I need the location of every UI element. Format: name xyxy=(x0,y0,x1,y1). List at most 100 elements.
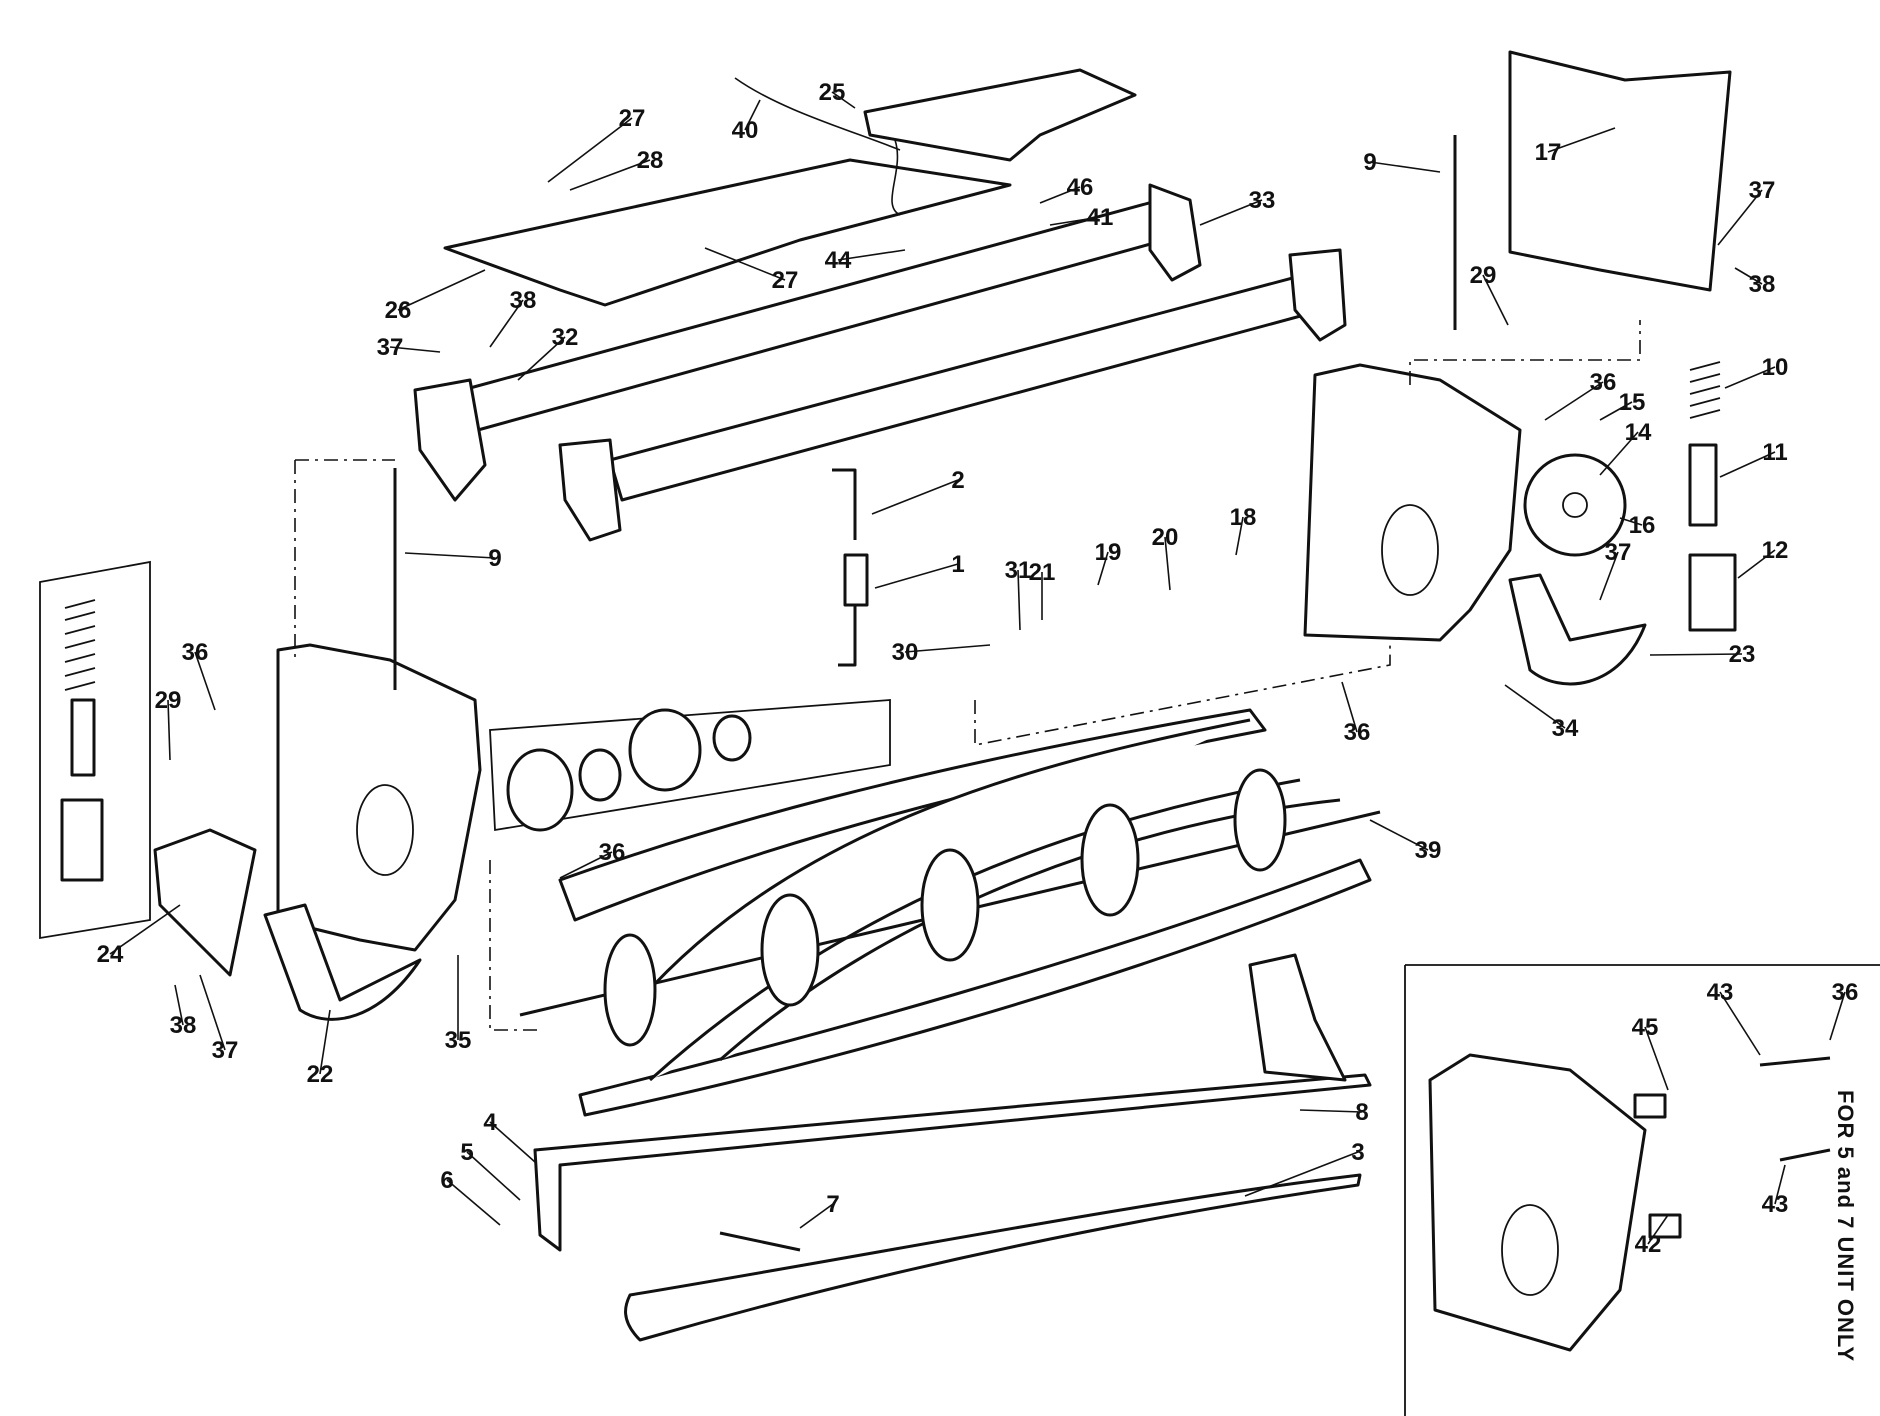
callout-7: 7 xyxy=(799,1191,840,1229)
callout-24: 24 xyxy=(97,904,181,968)
ground-wire-40 xyxy=(734,77,901,216)
callout-37: 37 xyxy=(377,334,441,361)
leader-line xyxy=(319,1009,331,1075)
leader-line xyxy=(1049,216,1101,226)
callout-label: 23 xyxy=(1729,641,1756,668)
alignment-line-center xyxy=(974,640,1391,746)
leader-line xyxy=(404,552,496,559)
left-bolt-11 xyxy=(70,698,96,777)
callout-label: 4 xyxy=(483,1109,497,1136)
leader-line xyxy=(1619,517,1643,526)
belt-guard-17 xyxy=(1508,50,1732,292)
callout-19: 19 xyxy=(1095,539,1121,586)
adjuster-sleeve-1 xyxy=(843,553,869,607)
callout-18: 18 xyxy=(1230,504,1256,556)
leader-line xyxy=(1734,267,1763,285)
callout-29: 29 xyxy=(1470,262,1509,326)
block-12 xyxy=(1688,553,1737,632)
leader-line xyxy=(1504,684,1566,729)
callout-39: 39 xyxy=(1369,819,1441,864)
callout-27: 27 xyxy=(547,105,645,183)
callout-label: 16 xyxy=(1629,512,1656,539)
callout-label: 30 xyxy=(892,639,919,666)
callout-label: 29 xyxy=(1470,262,1497,289)
callout-label: 9 xyxy=(1363,149,1376,176)
leader-line xyxy=(1719,991,1761,1056)
callout-label: 36 xyxy=(599,839,626,866)
left-plate-opening xyxy=(356,784,414,876)
callout-36: 36 xyxy=(1544,369,1616,421)
frame-plate-left xyxy=(413,378,487,502)
callout-36: 36 xyxy=(1829,979,1859,1041)
parts-drawing xyxy=(39,50,1880,1416)
leader-line xyxy=(547,117,633,183)
leader-line xyxy=(1341,681,1358,733)
callout-20: 20 xyxy=(1152,524,1179,591)
bolt-11 xyxy=(1688,443,1718,527)
callout-17: 17 xyxy=(1535,127,1616,166)
callout-label: 38 xyxy=(170,1012,197,1039)
callout-label: 35 xyxy=(445,1027,472,1054)
callout-40: 40 xyxy=(732,99,761,144)
leader-line xyxy=(1544,381,1604,421)
screw-7 xyxy=(719,1231,801,1252)
callout-23: 23 xyxy=(1649,641,1756,668)
callout-41: 41 xyxy=(1049,204,1114,231)
callout-27: 27 xyxy=(704,247,798,294)
alignment-line-right xyxy=(1409,320,1641,385)
callout-38: 38 xyxy=(170,984,197,1039)
callout-32: 32 xyxy=(517,324,578,381)
callout-label: 37 xyxy=(377,334,404,361)
leader-line xyxy=(1244,1151,1359,1197)
leader-line xyxy=(559,851,613,879)
callout-33: 33 xyxy=(1199,187,1275,226)
leader-line xyxy=(199,974,226,1051)
leader-line xyxy=(1647,1214,1669,1245)
leader-line xyxy=(489,299,524,348)
bracket-24 xyxy=(153,828,257,977)
callout-label: 14 xyxy=(1625,419,1652,446)
callout-label: 20 xyxy=(1152,524,1179,551)
callout-26: 26 xyxy=(385,269,486,324)
callout-14: 14 xyxy=(1599,419,1652,476)
callout-label: 10 xyxy=(1762,354,1789,381)
leader-line xyxy=(1719,451,1776,478)
callout-30: 30 xyxy=(892,639,991,666)
callout-37: 37 xyxy=(1599,539,1631,601)
callout-label: 11 xyxy=(1762,439,1787,466)
leader-line xyxy=(389,346,441,353)
callout-11: 11 xyxy=(1719,439,1788,478)
leader-line xyxy=(569,159,651,191)
callout-label: 44 xyxy=(825,247,852,274)
leader-line xyxy=(446,1179,501,1226)
callout-10: 10 xyxy=(1724,354,1789,389)
callout-label: 36 xyxy=(1832,979,1859,1006)
alignment-line-reel xyxy=(489,860,540,1031)
callout-21: 21 xyxy=(1029,559,1055,620)
leader-line xyxy=(744,99,761,131)
bedbar-8-right xyxy=(1248,953,1347,1082)
leader-line xyxy=(837,249,906,261)
callout-25: 25 xyxy=(819,79,856,109)
callout-label: 38 xyxy=(1749,271,1776,298)
inset-note: FOR 5 and 7 UNIT ONLY xyxy=(1833,1090,1858,1362)
leader-line xyxy=(174,984,184,1026)
right-side-plate xyxy=(1303,363,1522,642)
top-cover-25 xyxy=(863,68,1137,162)
reel-assembly-39 xyxy=(519,708,1381,1117)
callout-12: 12 xyxy=(1737,537,1788,579)
leader-line xyxy=(1299,1109,1363,1113)
callout-label: 7 xyxy=(826,1191,839,1218)
leader-line xyxy=(1717,189,1763,246)
callout-3: 3 xyxy=(1244,1139,1365,1197)
callout-label: 41 xyxy=(1087,204,1114,231)
callout-label: 46 xyxy=(1067,174,1094,201)
callout-label: 37 xyxy=(1749,177,1776,204)
callout-label: 15 xyxy=(1619,389,1646,416)
leader-line xyxy=(1547,127,1616,153)
callout-label: 45 xyxy=(1632,1014,1659,1041)
leader-line xyxy=(831,91,856,109)
callout-5: 5 xyxy=(460,1139,521,1201)
leader-line xyxy=(1039,186,1081,204)
